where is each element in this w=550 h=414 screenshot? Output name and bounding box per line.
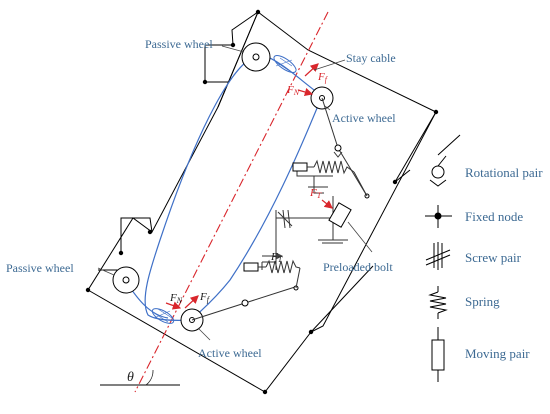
preloaded-bolt-label: Preloaded bolt: [323, 260, 393, 274]
passive-wheel-top-shape: [241, 42, 271, 72]
force-fn-top: FN: [286, 84, 300, 97]
force-ff-bottom: Ff: [199, 291, 211, 304]
spring-icon: [428, 286, 448, 319]
force-ft-bottom: FT: [270, 251, 283, 264]
lower-linkage: [191, 286, 296, 321]
preloaded-bolt-shape: [328, 202, 373, 253]
theta-label: θ: [127, 370, 134, 385]
label-leaders: [97, 45, 346, 341]
upper-spring-assembly: [292, 159, 370, 199]
theta-angle-arc: [145, 369, 154, 386]
passive-wheel-bottom-label: Passive wheel: [6, 261, 74, 275]
cable-clamp-top: [273, 54, 297, 74]
active-wheel-top-label: Active wheel: [332, 111, 396, 125]
legend: Rotational pair Fixed node Screw pair Sp…: [425, 134, 543, 382]
rotational-pair-icon: [429, 134, 461, 187]
moving-pair-icon: [431, 327, 445, 382]
force-ff-top: Ff: [317, 71, 329, 84]
force-arrows: [165, 63, 333, 310]
force-ft-top: FT: [309, 187, 322, 200]
legend-label-rotational-pair: Rotational pair: [465, 165, 543, 180]
passive-wheel-top-label: Passive wheel: [145, 37, 213, 51]
lower-spring-assembly: [243, 259, 301, 291]
legend-label-screw-pair: Screw pair: [465, 250, 522, 265]
screw-pair-mechanism: [277, 209, 293, 229]
fixed-node-icon: [425, 205, 452, 228]
legend-label-fixed-node: Fixed node: [465, 209, 523, 224]
active-wheel-bottom-label: Active wheel: [198, 346, 262, 360]
legend-label-spring: Spring: [465, 294, 500, 309]
stay-cable-label: Stay cable: [346, 51, 396, 65]
cable-clamp-bottom: [151, 308, 175, 324]
screw-pair-icon: [425, 242, 451, 270]
cable-axis-line: [134, 11, 329, 393]
force-fn-bottom: FN: [169, 292, 183, 305]
legend-label-moving-pair: Moving pair: [465, 346, 530, 361]
passive-wheel-bottom-shape: [112, 266, 140, 294]
robot-frame: [85, 9, 439, 395]
